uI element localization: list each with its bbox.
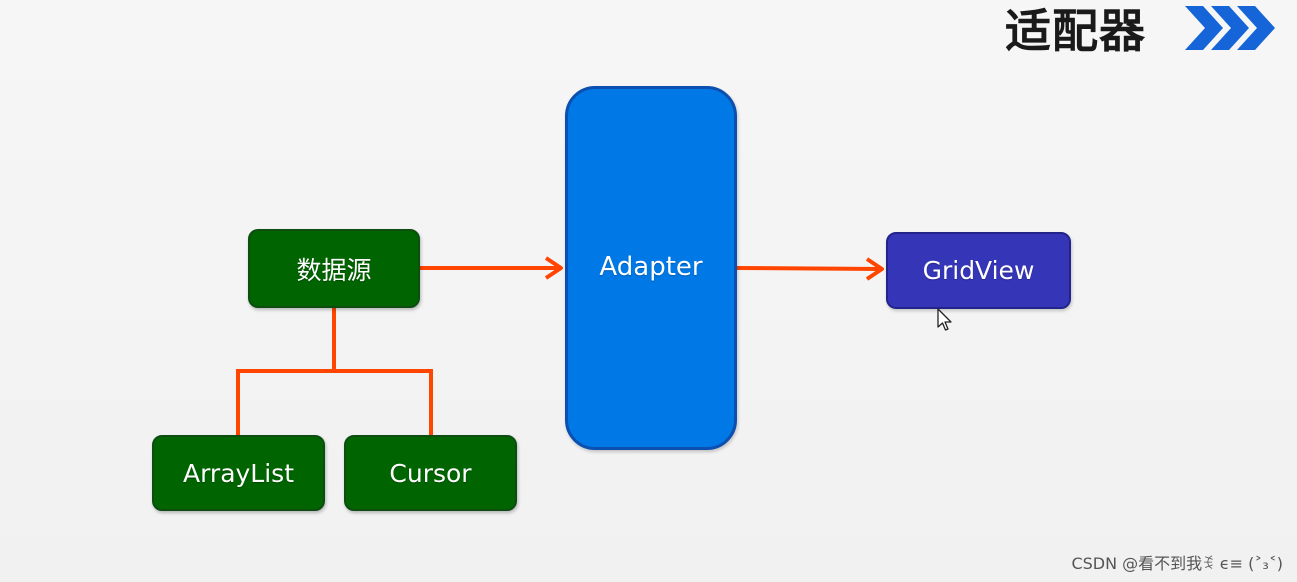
node-cursor: Cursor [344, 435, 517, 511]
node-adapter: Adapter [565, 86, 737, 450]
node-cursor-label: Cursor [389, 458, 472, 488]
edge-adapter-to-gridview [736, 266, 882, 271]
node-arraylist: ArrayList [152, 435, 325, 511]
watermark-text: CSDN @看不到我ꉂ ϵ≡ (˃₃˂) [1071, 554, 1283, 573]
triple-chevron-right-icon [1185, 6, 1275, 50]
node-adapter-label: Adapter [599, 252, 703, 282]
edge-cursor-to-datasource [334, 369, 433, 435]
node-data-source: 数据源 [248, 229, 420, 308]
edge-arraylist-to-datasource [236, 369, 334, 435]
slide-title: 适配器 [1005, 4, 1146, 58]
node-gridview-label: GridView [922, 256, 1035, 285]
node-gridview: GridView [886, 232, 1071, 309]
node-arraylist-label: ArrayList [182, 458, 295, 488]
arrowhead-adapter [544, 256, 563, 280]
arrowhead-gridview [865, 257, 884, 281]
mouse-pointer-icon [937, 308, 952, 331]
node-data-source-label: 数据源 [296, 255, 372, 285]
